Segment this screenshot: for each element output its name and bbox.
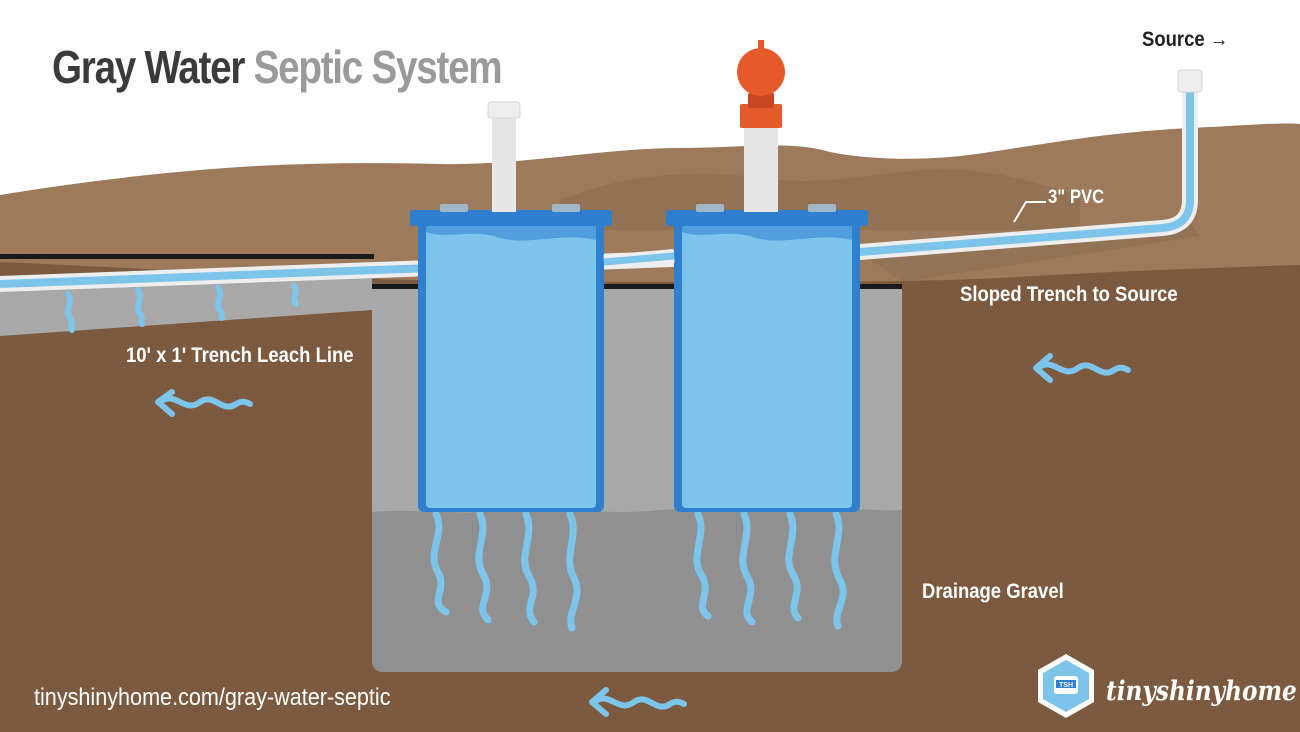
bucket-left — [410, 101, 612, 512]
title-part-2: Septic System — [253, 41, 503, 93]
bucket-right — [666, 40, 868, 512]
flow-arrow-icon — [589, 687, 687, 717]
trench-line-left — [0, 254, 374, 259]
water-drip-icon — [831, 510, 847, 630]
source-url[interactable]: tinyshinyhome.com/gray-water-septic — [34, 684, 391, 711]
gravel-lower — [372, 509, 902, 672]
water-drip-icon — [693, 510, 712, 620]
drainage-gravel-label: Drainage Gravel — [922, 580, 1064, 603]
pvc-label: 3" PVC — [1048, 187, 1105, 208]
leach-line-label: 10' x 1' Trench Leach Line — [126, 344, 354, 367]
bucket-right-lid — [666, 210, 868, 226]
flow-arrow-icon — [155, 389, 253, 417]
flow-arrow-icon — [1033, 353, 1131, 383]
gravel-drips — [430, 510, 847, 632]
water-drip-icon — [475, 510, 492, 624]
badge-text: TSH — [1059, 682, 1073, 689]
vent-pipe-left — [492, 112, 516, 212]
bucket-left-lid — [410, 210, 612, 226]
leach-drips — [65, 283, 299, 333]
bucket-left-water — [426, 224, 596, 508]
sloped-trench-label: Sloped Trench to Source — [960, 283, 1178, 306]
brand-name: tinyshinyhome — [1106, 676, 1297, 707]
vent-cap-icon — [737, 40, 785, 128]
page-title: Gray Water Septic System — [52, 40, 503, 94]
trench-line-right — [372, 284, 902, 289]
water-drip-icon — [739, 510, 756, 626]
pvc-pointer — [1013, 201, 1046, 223]
water-drip-icon — [135, 287, 145, 327]
bucket-right-water — [682, 224, 852, 508]
water-drip-icon — [65, 291, 75, 333]
title-part-1: Gray Water — [52, 41, 245, 93]
logo-badge-icon: TSH — [1038, 654, 1094, 718]
vent-pipe-right — [744, 120, 778, 212]
water-drip-icon — [566, 510, 581, 632]
water-drip-icon — [291, 283, 299, 307]
water-drip-icon — [215, 285, 225, 321]
pvc-pipe-water — [0, 92, 1194, 288]
water-drip-icon — [521, 510, 538, 626]
water-drip-icon — [785, 510, 802, 622]
water-drip-icon — [430, 510, 450, 616]
source-pipe-cap — [1177, 69, 1203, 93]
source-label: Source → — [1142, 28, 1229, 51]
